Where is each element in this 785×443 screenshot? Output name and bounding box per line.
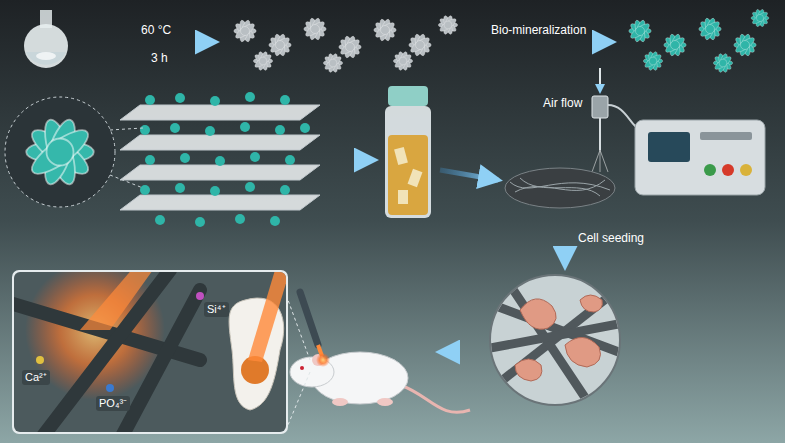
process-arrow	[440, 350, 484, 355]
cell-seeded-scaffold	[480, 270, 640, 420]
electrospinning-setup	[505, 96, 765, 208]
process-arrow	[105, 40, 215, 45]
air-flow-arrow	[599, 68, 601, 92]
ion-label: PO₄³⁻	[96, 396, 130, 411]
ion-label: Ca²⁺	[22, 370, 50, 385]
mineralized-particles	[629, 9, 769, 74]
process-step-label: Bio-mineralization	[488, 22, 589, 38]
process-arrow	[328, 158, 374, 163]
implant-inset	[0, 260, 290, 440]
vial	[385, 86, 431, 218]
process-arrow	[440, 170, 498, 180]
grey-particles	[234, 15, 458, 74]
process-step-label: Air flow	[540, 95, 585, 111]
mouse	[288, 292, 470, 425]
process-step-label: Cell seeding	[575, 230, 647, 246]
process-condition: 60 °C	[138, 22, 174, 38]
process-arrow	[563, 214, 568, 266]
ion-label: Si⁴⁺	[204, 302, 229, 317]
process-arrow	[468, 40, 612, 45]
layered-composite	[5, 92, 320, 227]
flask	[24, 10, 68, 68]
process-condition: 3 h	[148, 50, 171, 66]
